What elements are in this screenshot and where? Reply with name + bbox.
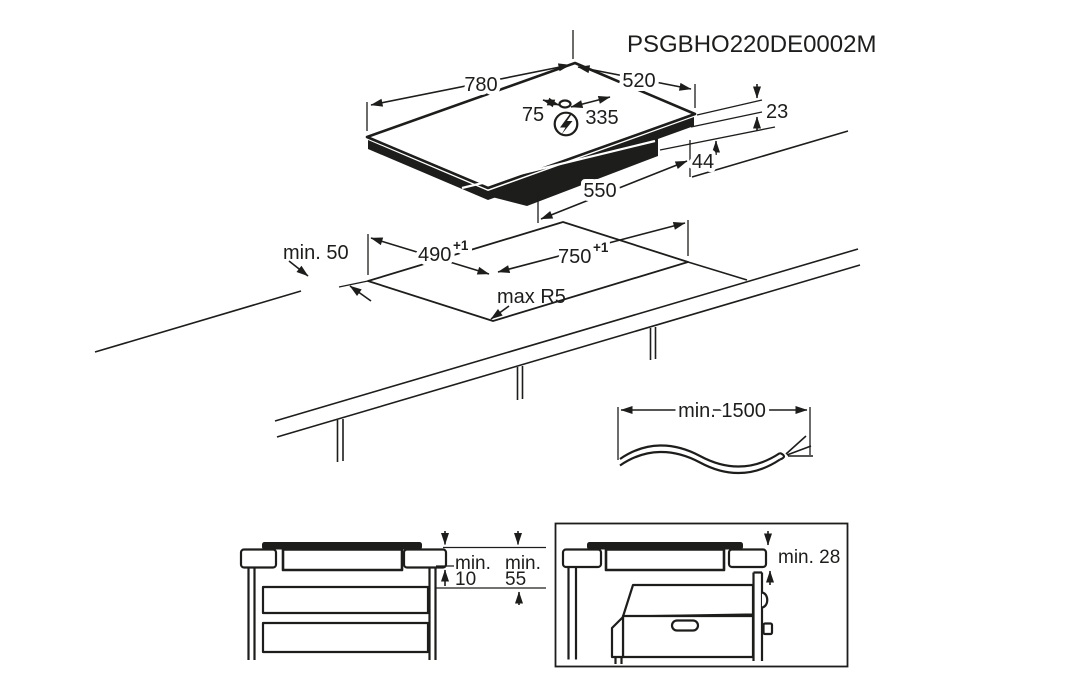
- worktop-section-left: [239, 548, 278, 569]
- worktop-section-left: [561, 548, 603, 569]
- worktop-front-edge: [274, 248, 859, 422]
- dim-label-min55-min: min.: [505, 553, 541, 574]
- lightning-bolt-icon: [553, 111, 579, 137]
- cabinet-side-right: [752, 571, 764, 661]
- oven-top: [621, 583, 755, 618]
- hob-edge-band: [368, 117, 694, 200]
- dim-label-min50: min. 50: [283, 242, 349, 264]
- dim-label-maxR5: max R5: [497, 286, 566, 308]
- product-code: PSGBHO220DE0002M: [627, 31, 876, 58]
- hob-glass-section: [587, 542, 743, 550]
- oven-side-panel: [610, 615, 625, 659]
- cabinet-leg: [649, 327, 657, 360]
- hob-isometric-view: 780 520 75 335 550 44 23: [365, 30, 849, 223]
- oven-view-border: [554, 522, 849, 668]
- worktop-section-right: [727, 548, 768, 569]
- hob-glass-section: [262, 542, 422, 550]
- dim-label-min10-min: min.: [455, 553, 491, 574]
- dim-label-min28: min. 28: [778, 547, 840, 568]
- dim-line-750: [497, 222, 686, 273]
- oven-knob-round: [761, 591, 769, 609]
- dim-line-490: [370, 237, 490, 275]
- oven-feet: [614, 657, 623, 664]
- cabinet-side-left: [567, 567, 578, 660]
- dim-label-550: 550: [583, 180, 616, 202]
- dim-label-44: 44: [692, 151, 714, 173]
- dim-label-780: 780: [464, 74, 497, 96]
- oven-handle: [670, 619, 700, 632]
- power-cable: [619, 444, 781, 468]
- drawer-front-bottom: [261, 621, 430, 654]
- oven-clearance-view: min. 28: [554, 522, 849, 668]
- oven-knob-square: [762, 622, 774, 636]
- drawer-front-top: [261, 585, 430, 615]
- dim-label-490-tolerance: +1: [453, 238, 469, 253]
- cabinet-leg: [336, 419, 344, 462]
- dim-line-780: [370, 63, 571, 107]
- cable-wire-ends: [785, 435, 813, 457]
- dim-label-min1500: min. 1500: [678, 400, 766, 422]
- dim-label-335: 335: [585, 107, 618, 129]
- dim-label-520: 520: [622, 70, 655, 92]
- dim-label-490: 490: [418, 244, 451, 266]
- dim-line-75: [542, 97, 560, 108]
- hob-box-section: [604, 548, 726, 572]
- dim-label-23: 23: [766, 101, 788, 123]
- worktop-cutout-view: min. 50 490 +1 750 +1 max R5: [94, 220, 861, 462]
- cabinet-leg: [516, 366, 524, 400]
- worktop-edge-line: [94, 290, 302, 353]
- power-cable-view: min. 1500: [617, 396, 813, 475]
- dim-line-520: [577, 65, 692, 91]
- dim-label-75: 75: [522, 104, 544, 126]
- dim-label-750: 750: [558, 246, 591, 268]
- worktop-section-right: [402, 548, 448, 569]
- drawer-clearance-view: min. 10 min. 55: [239, 531, 546, 660]
- dim-line-550: [540, 160, 688, 220]
- cabinet-side-right: [428, 567, 437, 660]
- dim-label-min10-value: 10: [455, 569, 476, 590]
- cabinet-side-left: [247, 567, 256, 660]
- dim-label-750-tolerance: +1: [593, 240, 609, 255]
- dim-line-335: [570, 95, 611, 109]
- power-connection-point: [558, 99, 572, 109]
- dim-label-min55-value: 55: [505, 569, 526, 590]
- hob-box-section: [281, 548, 404, 572]
